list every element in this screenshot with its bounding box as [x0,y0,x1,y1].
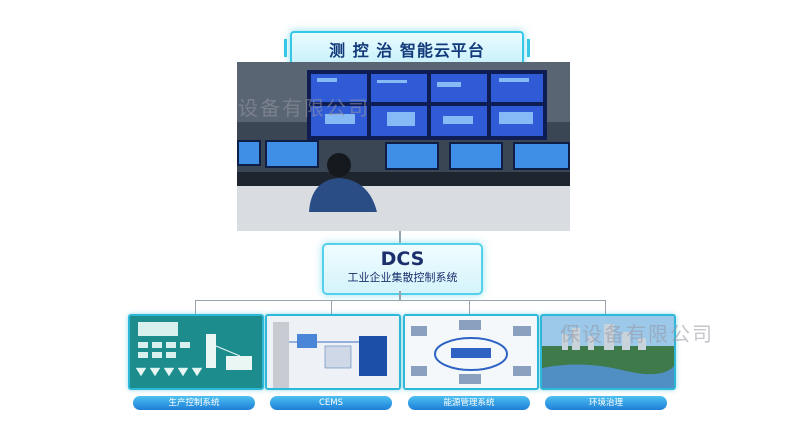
connector-line [399,291,401,301]
environment-label: 环境治理 [545,396,667,410]
dcs-title: DCS [380,248,425,270]
production-control-label: 生产控制系统 [133,396,255,410]
connector-line [331,300,332,314]
watermark-text: 设备有限公司 [238,96,370,120]
energy-management-image [403,314,539,390]
connector-line [469,300,470,314]
cems-image [265,314,401,390]
environment-image [540,314,676,390]
connector-line [195,300,196,314]
dcs-subtitle: 工业企业集散控制系统 [347,271,458,284]
connector-line [605,300,606,314]
control-room-image [237,62,570,231]
cems-label: CEMS [270,396,392,410]
energy-management-label: 能源管理系统 [408,396,530,410]
connector-line [195,300,605,301]
production-control-image [128,314,264,390]
dcs-box: DCS 工业企业集散控制系统 [322,243,483,295]
watermark-text: 保设备有限公司 [560,322,714,346]
platform-title: 测 控 治 智能云平台 [284,31,530,67]
connector-line [399,231,401,243]
